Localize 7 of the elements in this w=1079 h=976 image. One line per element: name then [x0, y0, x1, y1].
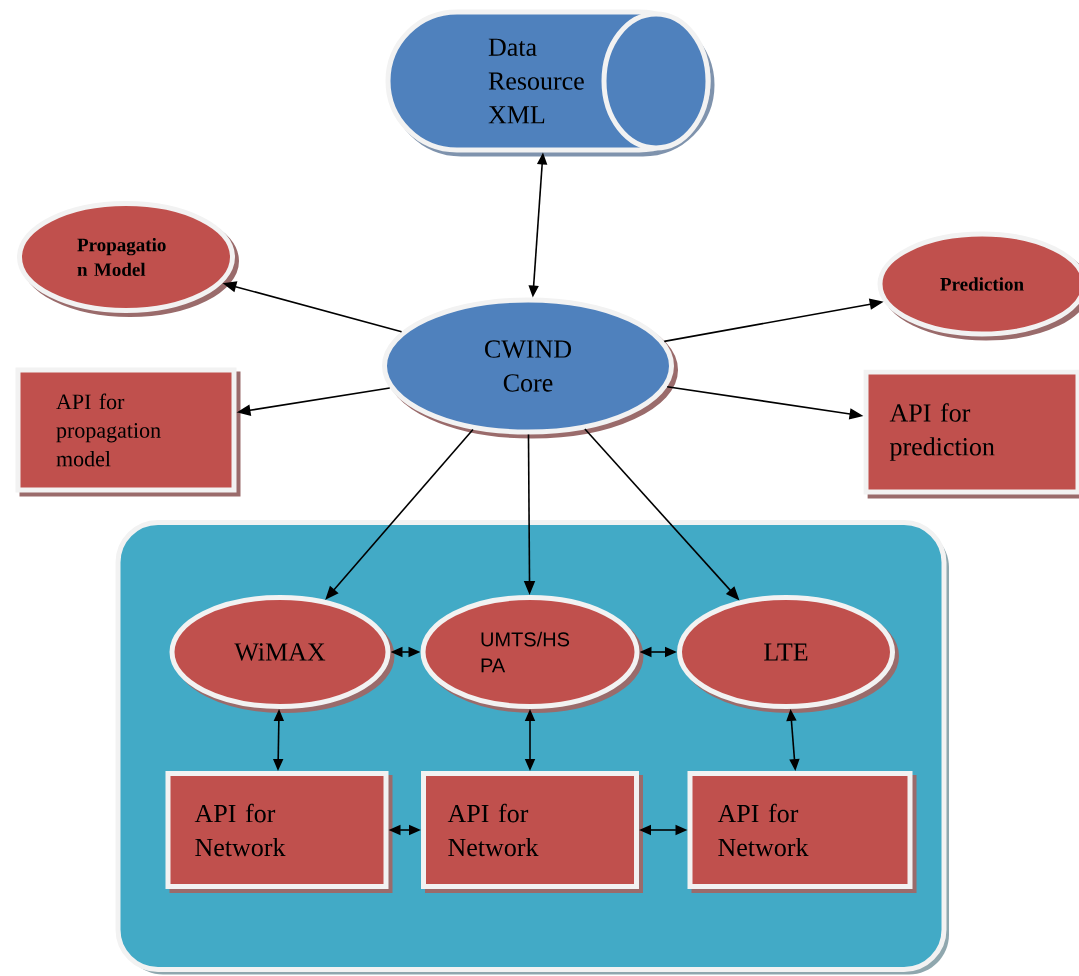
- process-box: API for prediction: [863, 369, 1079, 499]
- process-box: API for Network: [687, 771, 917, 893]
- database-cylinder: Data Resource XML: [385, 9, 715, 157]
- process-box: API for Network: [165, 771, 393, 893]
- process-box: API for Network: [421, 771, 643, 893]
- arrow: [325, 428, 474, 600]
- process-box: API for propagation model: [15, 367, 241, 497]
